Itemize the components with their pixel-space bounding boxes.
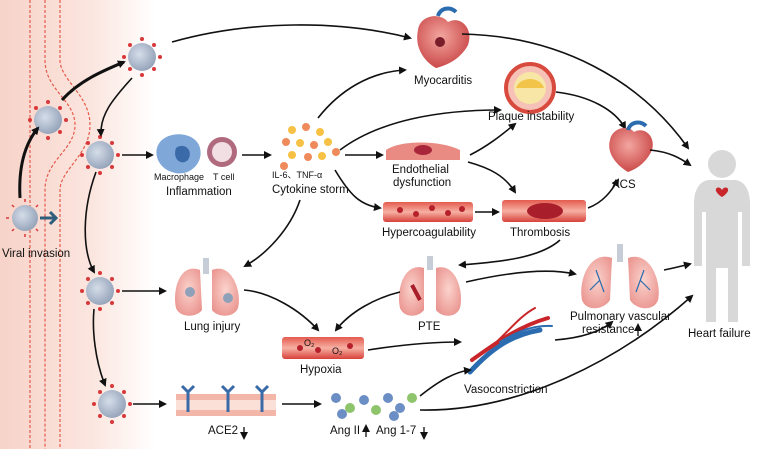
pulmonary-vascular-label-2: resistance (582, 324, 634, 336)
pte-arrows (334, 268, 577, 332)
t-cell-icon (207, 137, 237, 167)
acs-heart-icon (609, 120, 653, 172)
cytokine-storm-label: Cytokine storm (272, 184, 349, 196)
virus-icon-inflammation (80, 135, 120, 175)
o2-label-a: O₂ (304, 338, 315, 348)
pte-lung-icon (399, 256, 461, 316)
pulmonary-vascular-lung-icon (581, 244, 659, 309)
hypoxia-label: Hypoxia (300, 364, 342, 376)
cytokine-arrows (243, 66, 502, 267)
inflammation-label: Inflammation (166, 186, 232, 198)
arrow-lung-hypoxia (243, 289, 320, 332)
angiotensin-molecules-icon (331, 393, 417, 421)
myocarditis-label: Myocarditis (414, 75, 472, 87)
cytokines-label: IL-6、TNF-α (272, 170, 322, 180)
arrow-plaque-acs (555, 91, 626, 130)
thrombosis-arrows (458, 178, 620, 269)
endothelial-arrows (467, 122, 517, 194)
macrophage-label: Macrophage (154, 172, 204, 182)
thrombosis-label: Thrombosis (510, 227, 570, 239)
myocarditis-heart-icon (417, 6, 470, 68)
arrow-myocarditis-hf (461, 33, 690, 150)
viral-invasion-label: Viral invasion (2, 248, 70, 260)
arrow-vaso-pvr (554, 320, 614, 341)
hypercoagulability-label: Hypercoagulability (382, 227, 476, 239)
ang-arrows (419, 294, 694, 411)
plaque-instability-label: Plaque instability (488, 111, 575, 123)
heart-failure-human-icon (694, 150, 750, 322)
arrow-acs-hf (649, 149, 692, 167)
endothelial-label-1: Endothelial (392, 164, 449, 176)
o2-label-b: O₂ (332, 346, 343, 356)
ace2-membrane-icon (176, 384, 276, 416)
cytokine-cluster-icon (280, 123, 340, 170)
virus-invading (6, 199, 59, 237)
pte-label: PTE (418, 321, 441, 333)
ace2-label: ACE2 (208, 425, 238, 437)
left-arrows (18, 24, 412, 408)
hypercoagulability-vessel-icon (383, 202, 473, 222)
virus-icon-lung (80, 271, 120, 311)
hypoxia-vessel-icon (282, 337, 364, 359)
ang2-label: Ang II (330, 425, 360, 437)
plaque-vessel-icon (504, 62, 556, 114)
macrophage-icon (156, 134, 201, 174)
virus-icon-ace2 (92, 384, 132, 424)
arrow-hypoxia-vaso (367, 338, 462, 351)
endothelial-label-2: dysfunction (393, 177, 451, 189)
ang17-label: Ang 1-7 (376, 425, 416, 437)
heart-failure-label: Heart failure (688, 328, 751, 340)
pulmonary-vascular-label-1: Pulmonary vascular (570, 311, 671, 323)
thrombosis-vessel-icon (502, 200, 586, 222)
t-cell-label: T cell (213, 172, 234, 182)
lung-injury-icon (175, 258, 239, 316)
endothelial-cell-icon (386, 142, 460, 160)
virus-icon-top (122, 37, 162, 77)
lung-injury-label: Lung injury (184, 321, 241, 333)
arrow-pvr-hf (663, 261, 692, 271)
vasoconstriction-icon (467, 307, 553, 375)
